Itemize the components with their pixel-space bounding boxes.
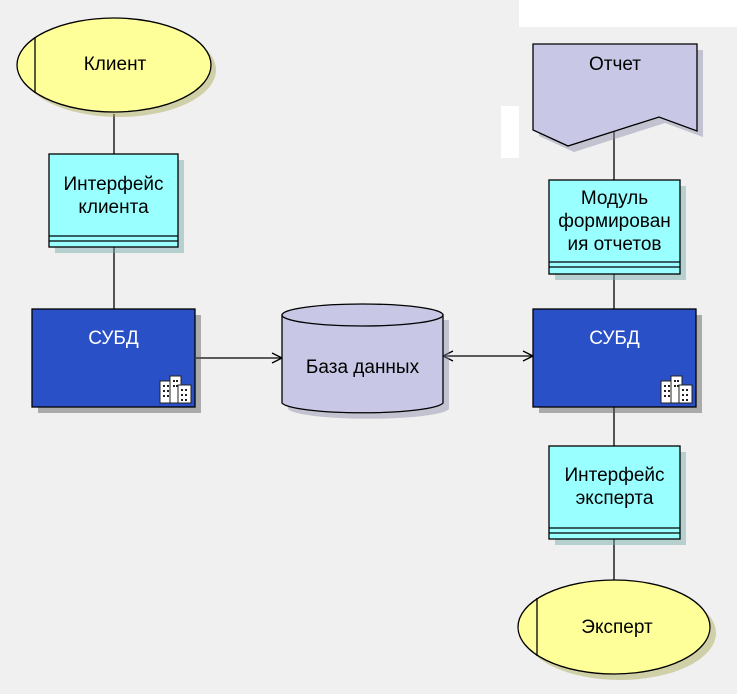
buildings-icon (159, 375, 192, 404)
background-patch-side (501, 106, 519, 158)
node-dbms-right[interactable] (532, 308, 702, 413)
node-expert[interactable] (517, 579, 716, 680)
node-client-interface[interactable] (48, 153, 184, 253)
node-database[interactable] (281, 303, 449, 419)
connectors (113, 114, 615, 585)
node-report[interactable] (532, 43, 703, 152)
background-patch-top (519, 0, 737, 27)
node-dbms-left[interactable] (31, 308, 201, 413)
buildings-icon (660, 375, 693, 404)
node-expert-interface[interactable] (548, 445, 686, 545)
node-client[interactable] (16, 17, 216, 117)
node-report-module[interactable] (548, 179, 686, 280)
